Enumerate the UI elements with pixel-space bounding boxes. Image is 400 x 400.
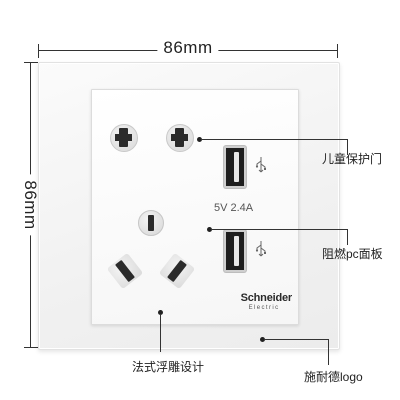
callout-dot-child-protection <box>197 137 202 142</box>
brand-name: Schneider <box>240 292 293 304</box>
width-dimension-cap-right <box>337 44 338 58</box>
callout-dot-relief-design <box>158 310 163 315</box>
callout-dot-flame-retardant <box>207 227 212 232</box>
callout-relief-design: 法式浮雕设计 <box>132 360 205 374</box>
callout-line-relief-design <box>160 314 161 352</box>
usb-rating-label: 5V 2.4A <box>214 202 254 214</box>
usb-port-bottom-tongue <box>234 236 239 266</box>
callout-line-flame-retardant-drop <box>347 229 348 245</box>
usb-icon-top <box>255 157 266 173</box>
width-dimension: 86mm <box>38 36 338 66</box>
two-pin-hole-right <box>166 124 194 152</box>
callout-line-child-protection-drop <box>347 139 348 155</box>
two-pin-slot-left <box>115 128 132 147</box>
height-dimension-cap-bottom <box>24 347 38 348</box>
neutral-pin-slot-right-opening <box>167 259 187 283</box>
socket-panel: 5V 2.4A Schneider Electric <box>91 89 299 325</box>
callout-line-flame-retardant <box>211 229 347 230</box>
callout-line-brand-logo-drop <box>328 339 329 365</box>
callout-line-brand-logo <box>264 339 328 340</box>
width-dimension-label: 86mm <box>157 38 219 58</box>
usb-icon-bottom <box>255 241 266 257</box>
usb-port-bottom <box>224 230 246 272</box>
neutral-pin-slot-right <box>158 252 196 290</box>
callout-flame-retardant: 阻燃pc面板 <box>322 247 383 261</box>
live-pin-slot-left-opening <box>115 259 135 283</box>
usb-port-top <box>224 146 246 188</box>
callout-child-protection: 儿童保护门 <box>322 152 383 166</box>
brand-logo: Schneider Electric <box>240 292 293 312</box>
width-dimension-cap-left <box>38 44 39 58</box>
ground-pin-hole <box>138 210 164 236</box>
usb-port-top-tongue <box>234 152 239 182</box>
wall-plate: 5V 2.4A Schneider Electric <box>38 62 340 350</box>
height-dimension-label: 86mm <box>20 174 40 236</box>
brand-sub: Electric <box>248 305 280 311</box>
height-dimension: 86mm <box>16 62 46 348</box>
callout-brand-logo: 施耐德logo <box>304 370 363 384</box>
two-pin-slot-right <box>171 128 188 147</box>
live-pin-slot-left <box>106 252 144 290</box>
callout-line-child-protection <box>201 139 347 140</box>
callout-dot-brand-logo <box>260 337 265 342</box>
height-dimension-cap-top <box>24 62 38 63</box>
ground-pin-slot <box>148 215 154 231</box>
two-pin-hole-left <box>110 124 138 152</box>
